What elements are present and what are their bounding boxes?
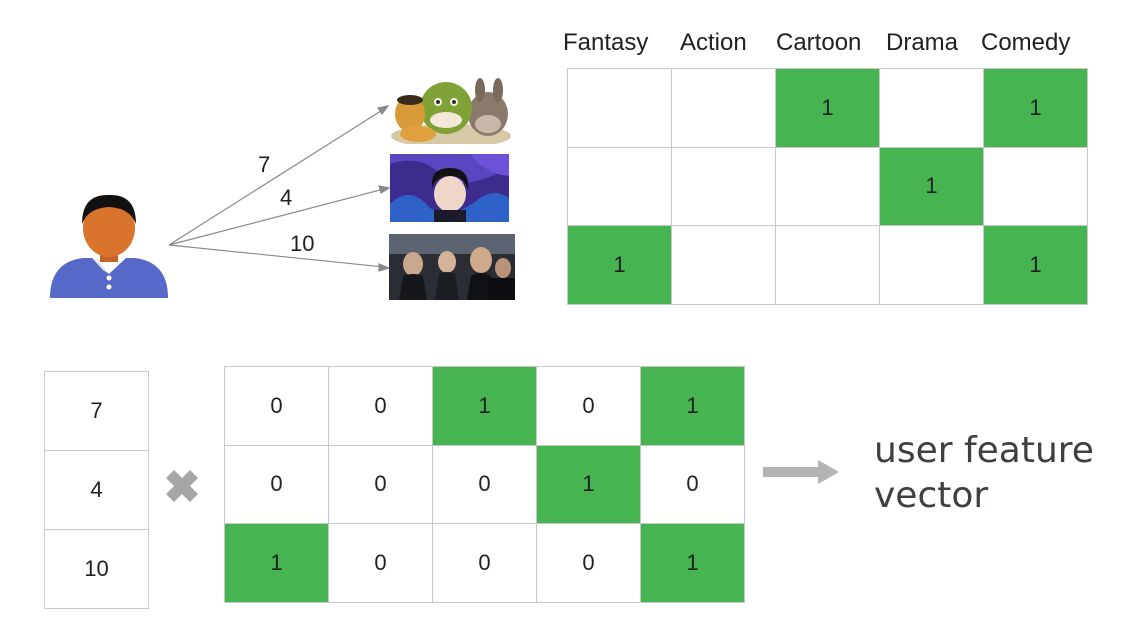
movie-genre-cell-r1-c3: 1 (775, 68, 880, 148)
feature-cell-r3-c1: 1 (224, 523, 329, 603)
rating-cell-2: 4 (44, 450, 149, 530)
caption-line-1: user feature (874, 430, 1094, 471)
feature-cell-r1-c4: 0 (536, 366, 641, 446)
rating-connections (168, 105, 391, 272)
feature-cell-r2-c2: 0 (328, 444, 433, 525)
movie-genre-cell-r2-c3 (775, 146, 880, 227)
movie-genre-cell-r1-c1 (567, 68, 672, 148)
feature-cell-r3-c4: 0 (536, 523, 641, 603)
movie-genre-cell-r2-c5 (983, 146, 1088, 227)
genre-header-cartoon: Cartoon (776, 29, 862, 56)
rating-cell-1: 7 (44, 371, 149, 451)
movie-poster-drama (390, 154, 509, 222)
movie-genre-cell-r3-c1: 1 (567, 225, 672, 305)
rating-label-2: 4 (280, 185, 293, 210)
genre-header-fantasy: Fantasy (563, 29, 649, 56)
movie-poster-cartoon (388, 76, 514, 144)
feature-cell-r2-c4: 1 (536, 444, 641, 525)
genre-header-comedy: Comedy (981, 29, 1071, 56)
movie-genre-cell-r3-c3 (775, 225, 880, 305)
feature-cell-r1-c2: 0 (328, 366, 433, 446)
rating-label-3: 10 (290, 231, 315, 256)
feature-cell-r2-c5: 0 (640, 444, 745, 525)
rating-label-1: 7 (258, 152, 271, 177)
movie-genre-cell-r1-c2 (671, 68, 776, 148)
feature-cell-r1-c1: 0 (224, 366, 329, 446)
movie-genre-cell-r3-c2 (671, 225, 776, 305)
result-caption: user feature vector (874, 428, 1094, 518)
movie-genre-cell-r2-c4: 1 (879, 146, 984, 227)
movie-genre-cell-r1-c5: 1 (983, 68, 1088, 148)
right-arrow-icon (763, 460, 839, 484)
feature-cell-r1-c5: 1 (640, 366, 745, 446)
feature-cell-r2-c3: 0 (432, 444, 537, 525)
genre-header-action: Action (680, 29, 747, 56)
movie-genre-cell-r3-c4 (879, 225, 984, 305)
movie-genre-cell-r2-c1 (567, 146, 672, 227)
genre-header-drama: Drama (886, 29, 959, 56)
feature-cell-r3-c5: 1 (640, 523, 745, 603)
movie-genre-cell-r3-c5: 1 (983, 225, 1088, 305)
feature-cell-r3-c3: 0 (432, 523, 537, 603)
movie-genre-cell-r2-c2 (671, 146, 776, 227)
caption-line-2: vector (874, 475, 989, 516)
user-avatar-icon (50, 194, 168, 298)
feature-cell-r1-c3: 1 (432, 366, 537, 446)
feature-cell-r2-c1: 0 (224, 444, 329, 525)
feature-cell-r3-c2: 0 (328, 523, 433, 603)
movie-genre-cell-r1-c4 (879, 68, 984, 148)
movie-poster-fantasy (389, 234, 515, 300)
multiply-icon (166, 470, 198, 502)
rating-cell-3: 10 (44, 529, 149, 609)
